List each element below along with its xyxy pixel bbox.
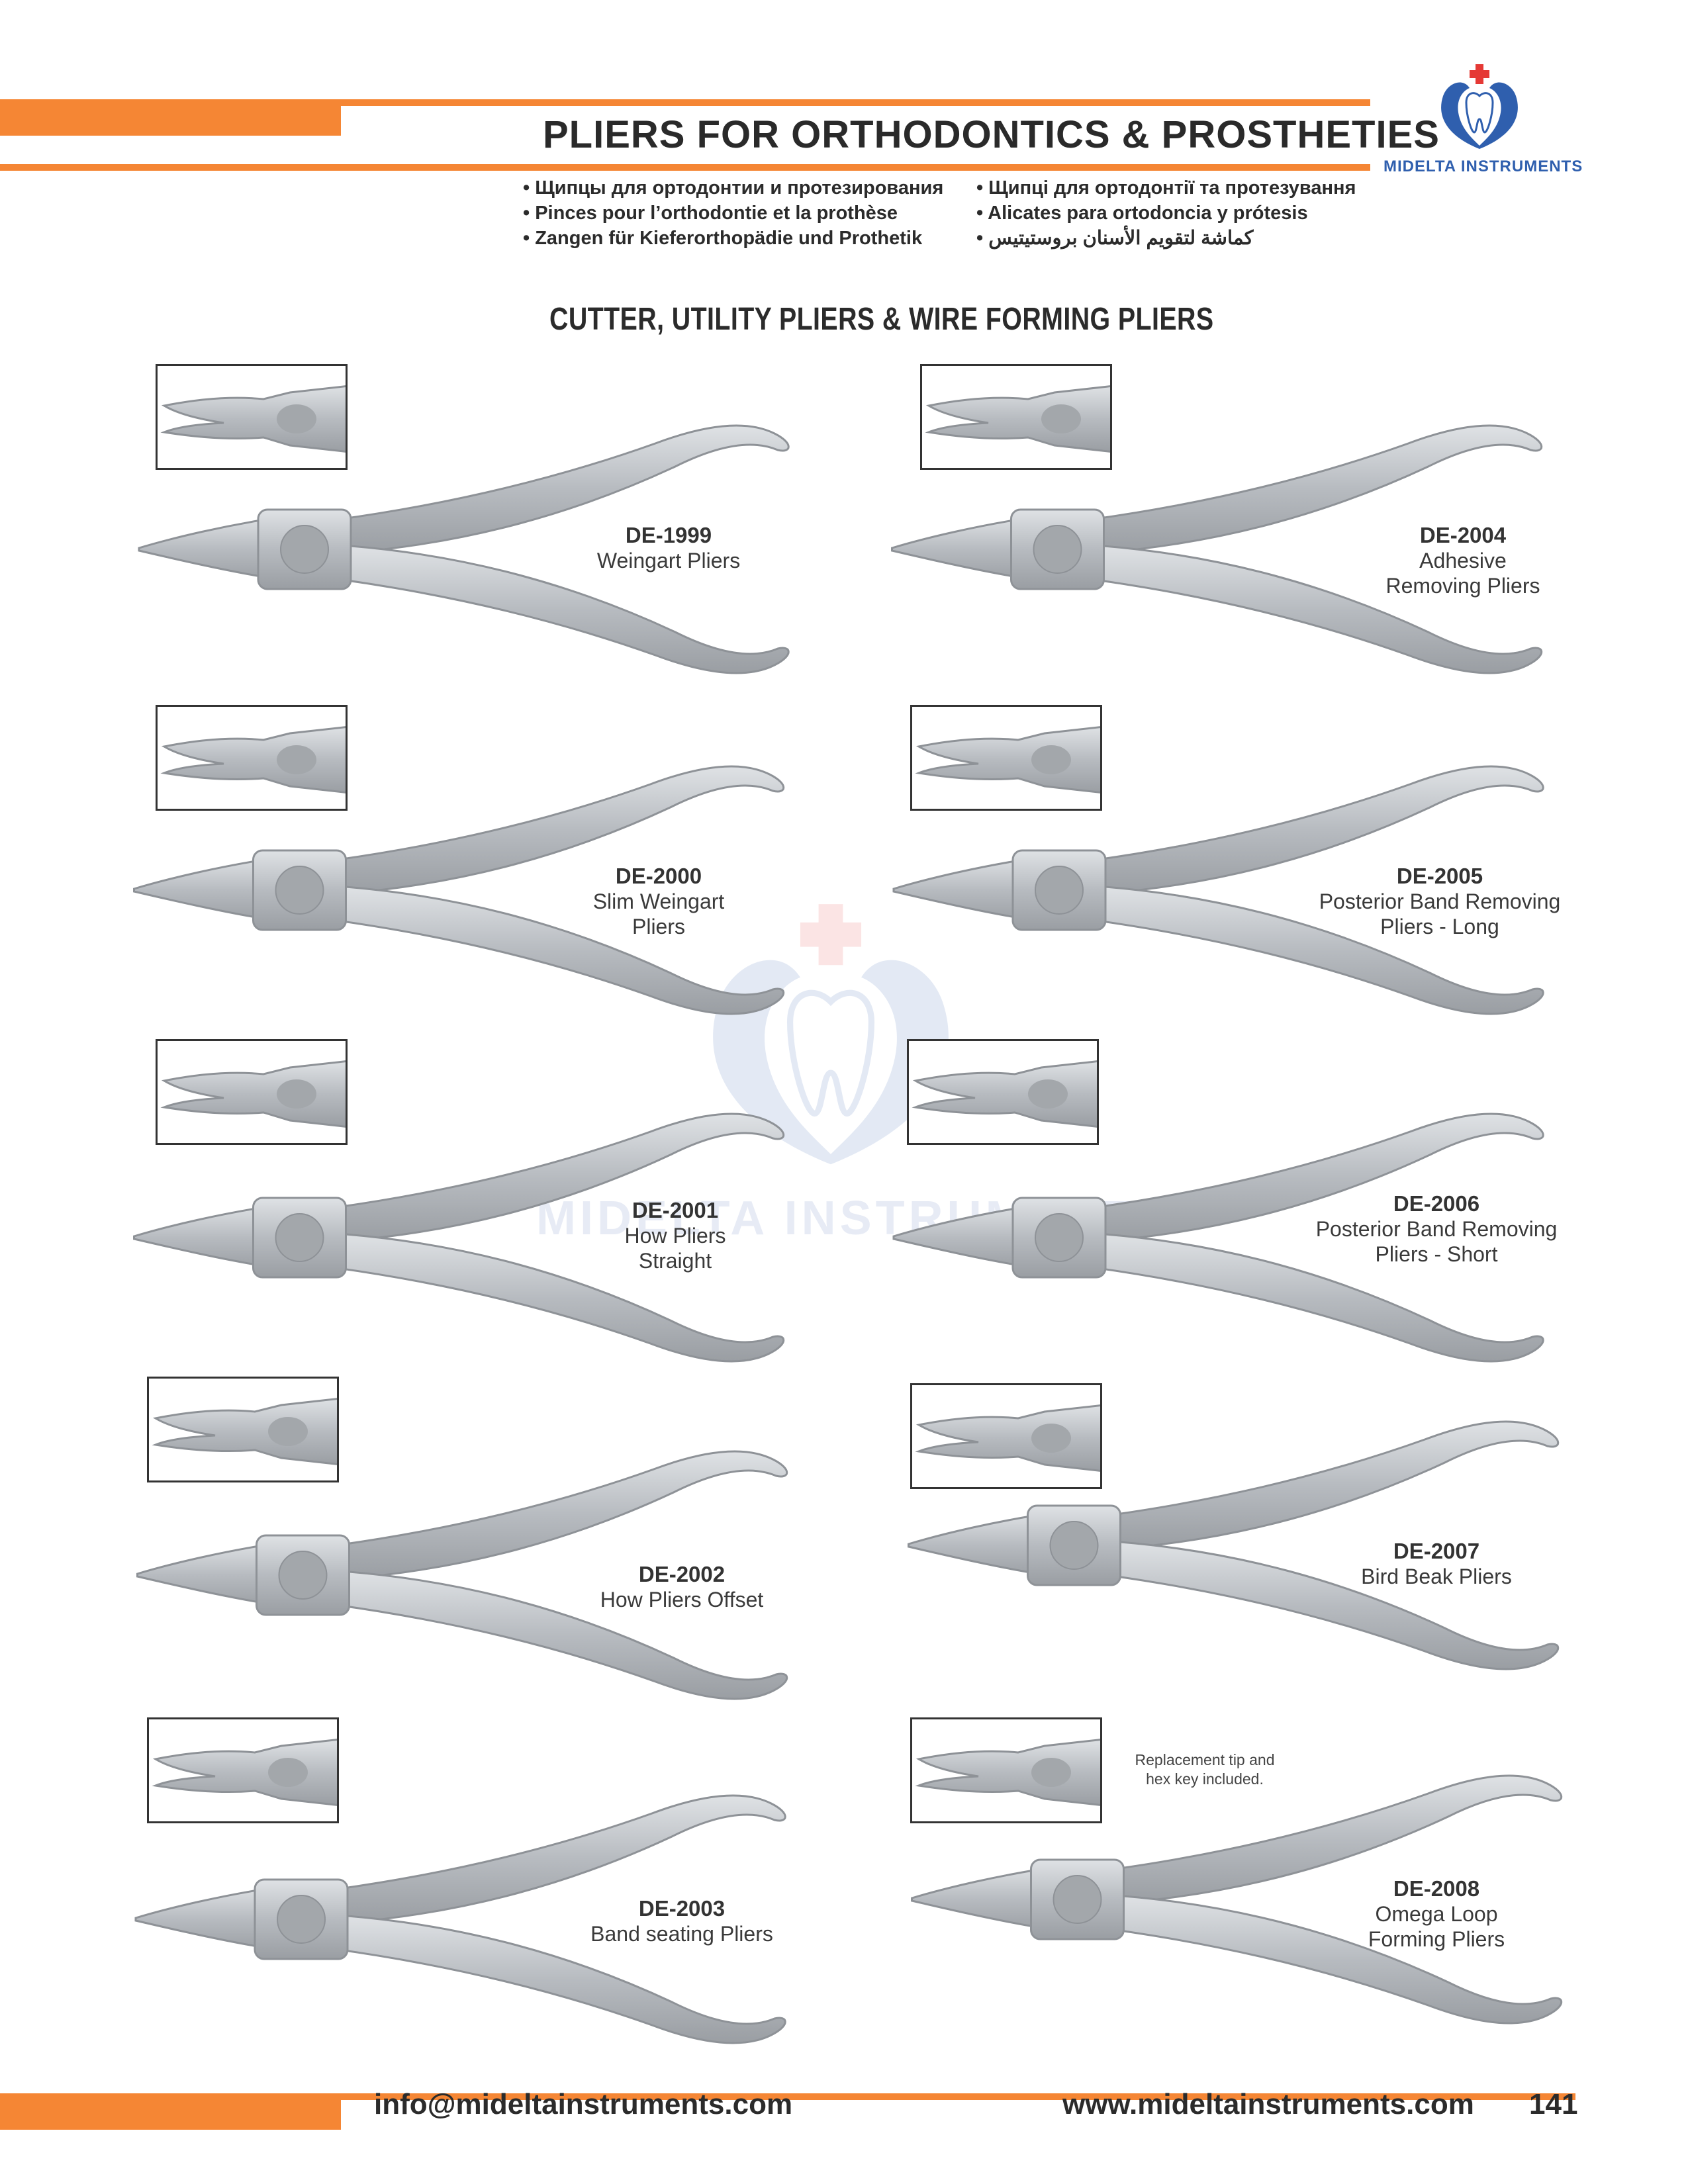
page-number: 141 (1529, 2088, 1578, 2120)
product-label: DE-2003 Band seating Pliers (569, 1896, 794, 1946)
detail-inset (147, 1717, 339, 1823)
product-name: Pliers (632, 915, 685, 938)
detail-inset (907, 1039, 1099, 1145)
product-label: DE-1999 Weingart Pliers (569, 523, 768, 573)
languages-right: • Щипці для ортодонтії та протезування •… (976, 175, 1356, 251)
product-name: Bird Beak Pliers (1361, 1565, 1512, 1588)
product-label: DE-2007 Bird Beak Pliers (1331, 1539, 1542, 1589)
product-code: DE-2005 (1396, 864, 1483, 888)
detail-inset (910, 1383, 1102, 1489)
header-bottom-rule (0, 164, 1370, 171)
product-name: Band seating Pliers (590, 1922, 773, 1946)
product-name: Omega Loop (1375, 1902, 1498, 1926)
note-line: Replacement tip and (1135, 1751, 1275, 1768)
header-top-rule (341, 99, 1370, 106)
footer-orange-block (0, 2093, 341, 2130)
language-line: • Щипці для ортодонтії та протезування (976, 177, 1356, 199)
languages-left: • Щипцы для ортодонтии и протезирования … (523, 175, 943, 251)
page-title: PLIERS FOR ORTHODONTICS & PROSTHETIES (543, 113, 1440, 156)
product-label: DE-2008 Omega Loop Forming Pliers (1331, 1876, 1542, 1952)
product-code: DE-2003 (638, 1896, 726, 1921)
product-label: DE-2004 Adhesive Removing Pliers (1350, 523, 1575, 598)
detail-inset (156, 705, 348, 811)
product-name: Pliers - Long (1380, 915, 1499, 938)
footer-website[interactable]: www.mideltainstruments.com (1062, 2088, 1474, 2120)
product-code: DE-2004 (1419, 523, 1507, 547)
product-label: DE-2002 How Pliers Offset (569, 1562, 794, 1612)
product-name: Posterior Band Removing (1315, 1217, 1558, 1241)
product-code: DE-2008 (1393, 1876, 1480, 1901)
section-title: CUTTER, UTILITY PLIERS & WIRE FORMING PL… (549, 302, 1214, 337)
product-code: DE-2006 (1393, 1191, 1480, 1216)
product-code: DE-1999 (625, 523, 712, 547)
product-name: Pliers - Short (1375, 1242, 1498, 1266)
detail-inset (147, 1377, 339, 1482)
brand-name: MIDELTA INSTRUMENTS (1383, 158, 1583, 175)
note-line: hex key included. (1146, 1770, 1264, 1788)
detail-inset (910, 705, 1102, 811)
product-code: DE-2000 (615, 864, 702, 888)
footer-rule (341, 2093, 1575, 2100)
header-orange-block (0, 99, 341, 136)
detail-inset (920, 364, 1112, 470)
product-name: How Pliers (624, 1224, 726, 1248)
midelta-logo-icon (1433, 63, 1526, 156)
product-name: Straight (638, 1249, 712, 1273)
product-label: DE-2006 Posterior Band Removing Pliers -… (1291, 1191, 1582, 1267)
language-line: • Alicates para ortodoncia y prótesis (976, 203, 1308, 224)
product-label: DE-2001 How Pliers Straight (576, 1198, 774, 1273)
product-name: Removing Pliers (1385, 574, 1540, 598)
replacement-note: Replacement tip and hex key included. (1119, 1751, 1291, 1789)
product-name: Forming Pliers (1368, 1927, 1505, 1951)
product-name: Slim Weingart (592, 889, 725, 913)
product-name: Adhesive (1419, 549, 1507, 572)
product-code: DE-2007 (1393, 1539, 1480, 1563)
product-label: DE-2000 Slim Weingart Pliers (559, 864, 758, 939)
product-name: Weingart Pliers (596, 549, 741, 572)
language-line: • Pinces pour l’orthodontie et la prothè… (523, 203, 898, 224)
language-line: • كماشة لتقويم الأسنان بروستيتيس (976, 228, 1254, 249)
product-code: DE-2001 (632, 1198, 719, 1222)
detail-inset (156, 1039, 348, 1145)
detail-inset (156, 364, 348, 470)
footer-email[interactable]: info@mideltainstruments.com (374, 2088, 793, 2120)
product-code: DE-2002 (638, 1562, 726, 1586)
product-name: Posterior Band Removing (1319, 889, 1561, 913)
language-line: • Zangen für Kieferorthopädie und Prothe… (523, 228, 923, 249)
product-name: How Pliers Offset (600, 1588, 764, 1612)
detail-inset (910, 1717, 1102, 1823)
language-line: • Щипцы для ортодонтии и протезирования (523, 177, 944, 199)
product-label: DE-2005 Posterior Band Removing Pliers -… (1294, 864, 1585, 939)
